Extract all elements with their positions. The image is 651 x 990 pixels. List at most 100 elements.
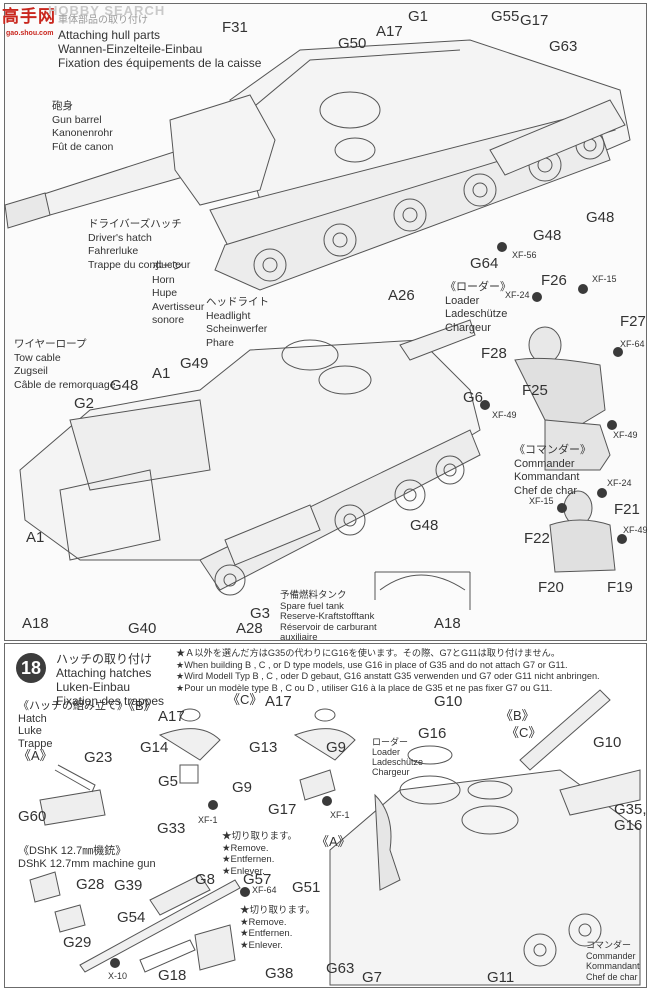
step17-title: 車体部品の取り付け Attaching hull parts Wannen-Ei… — [58, 14, 261, 70]
commander-label: 《コマンダー》 Commander Kommandant Chef de cha… — [514, 444, 591, 498]
paint-code: XF-56 — [512, 250, 537, 260]
commander-figure — [549, 490, 616, 573]
note-line: ★Entfernen. — [222, 854, 275, 865]
loader-label: 《ローダー》 Loader Ladeschütze Chargeur — [445, 281, 511, 335]
callout-text: ホーン — [152, 260, 183, 272]
part-label: G33 — [157, 820, 186, 837]
label-text: Commander — [514, 457, 575, 470]
callout-text: sonore — [152, 314, 185, 326]
part-label: F26 — [541, 272, 567, 289]
watermark-logo: 高手网 — [2, 7, 56, 26]
callout-text: ワイヤーロープ — [14, 338, 87, 350]
part-label: G16 — [614, 817, 643, 834]
label-text: 《コマンダー》 — [514, 444, 591, 456]
note-line: ★Entfernen. — [240, 928, 293, 939]
step-number-badge: 18 — [16, 653, 46, 683]
hatch-subassembly-drawings — [39, 708, 356, 826]
loader-label-step18: ローダー Loader Ladeschütze Chargeur — [372, 737, 423, 777]
part-label: A1 — [26, 529, 45, 546]
label-text: Kommandant — [586, 961, 640, 971]
callout-text: Hupe — [152, 287, 178, 299]
label-text: Loader — [372, 747, 401, 757]
callout-text: Headlight — [206, 309, 251, 322]
callout-text: Câble de remorquage — [14, 378, 116, 391]
step17-title-jp: 車体部品の取り付け — [58, 15, 148, 26]
paint-dot-icon — [613, 347, 623, 357]
callout-horn: ホーン Horn Hupe Avertisseur sonore — [152, 260, 204, 328]
part-label: G7 — [362, 969, 383, 986]
machine-gun-label: 《DShK 12.7㎜機銃》 DShK 12.7mm machine gun — [18, 845, 156, 871]
label-text: Ladeschütze — [445, 308, 508, 320]
note-line: ★Remove. — [240, 916, 287, 928]
part-label: G10 — [593, 734, 622, 751]
part-label: G51 — [292, 879, 321, 896]
part-label: G40 — [128, 620, 157, 637]
label-text: Chargeur — [372, 767, 410, 777]
callout-headlight: ヘッドライト Headlight Scheinwerfer Phare — [206, 296, 269, 350]
paint-code: XF-49 — [492, 410, 517, 420]
part-label: G9 — [232, 779, 253, 796]
paint-code: XF-1 — [198, 815, 218, 825]
part-label: A17 — [376, 23, 403, 40]
callout-text: ヘッドライト — [206, 296, 269, 308]
part-label: G10 — [434, 693, 463, 710]
paint-dot-icon — [557, 503, 567, 513]
callout-text: Driver's hatch — [88, 231, 152, 244]
paint-dot-icon — [597, 488, 607, 498]
step17-title-en: Attaching hull parts — [58, 28, 161, 42]
paint-code: XF-24 — [505, 290, 530, 300]
part-label: G63 — [549, 38, 578, 55]
part-label: F19 — [607, 579, 633, 596]
part-label: G57 — [243, 871, 272, 888]
part-label: G38 — [265, 965, 294, 982]
part-label: G29 — [63, 934, 92, 951]
hull-drawing-step18 — [329, 689, 641, 986]
part-label: G17 — [268, 801, 297, 818]
part-label: G48 — [533, 227, 562, 244]
watermark-url: gao.shou.com — [6, 30, 54, 37]
callout-text: Phare — [206, 336, 235, 349]
callout-tow-cable: ワイヤーロープ Tow cable Zugseil Câble de remor… — [14, 338, 116, 392]
paint-dot-icon — [617, 534, 627, 544]
hull-drawing-top — [4, 39, 631, 291]
variant-b-label: 《B》 — [122, 698, 157, 713]
step18-title: ハッチの取り付け Attaching hatches Luken-Einbau … — [56, 652, 164, 708]
variant-a-label: 《A》 — [18, 748, 53, 763]
label-text: ローダー — [372, 737, 409, 747]
note-line: ★When building B , C , or D type models,… — [176, 659, 568, 670]
note-line: ★Remove. — [222, 842, 269, 854]
step18-notes: ★Ａ以外を選んだ方はG35の代わりにG16を使います。その際、G7とG11は取り… — [176, 648, 600, 694]
paint-code: XF-24 — [607, 478, 632, 488]
part-label: G60 — [18, 808, 47, 825]
hatch-label: 《ハッチの組み立て》 Hatch Luke Trappe — [18, 700, 128, 750]
label-text: Chef de char — [586, 971, 638, 982]
variant-a-label: 《A》 — [316, 834, 351, 849]
paint-code: X-10 — [108, 971, 128, 981]
part-label: A17 — [158, 708, 185, 725]
part-label: A28 — [236, 620, 263, 637]
part-label: G13 — [249, 739, 278, 756]
paint-dot-icon — [240, 887, 250, 897]
callout-text: ドライバーズハッチ — [88, 218, 182, 230]
paint-code: XF-49 — [613, 430, 638, 440]
part-label: G8 — [195, 871, 216, 888]
note-line: ★Pour un modèle type B , C ou D , utilis… — [176, 682, 553, 693]
note-line: ★切り取ります。 — [240, 905, 316, 916]
part-label: G39 — [114, 877, 143, 894]
step18-title-fr: Fixation des trappes — [56, 694, 165, 708]
part-label: G18 — [158, 967, 187, 984]
step18-title-jp: ハッチの取り付け — [56, 652, 153, 666]
callout-text: Fahrerluke — [88, 245, 139, 257]
part-label: G48 — [110, 377, 139, 394]
part-label: A18 — [22, 615, 49, 632]
callout-drivers-hatch: ドライバーズハッチ Driver's hatch Fahrerluke Trap… — [88, 218, 190, 272]
part-label: G48 — [586, 209, 615, 226]
callout-text: Spare fuel tank — [280, 600, 344, 612]
part-label: A18 — [434, 615, 461, 632]
callout-text: Reserve-Kraftstofftank — [280, 611, 375, 622]
part-label: F31 — [222, 19, 248, 36]
label-text: コマンダー — [586, 940, 632, 950]
remove-note-1: ★切り取ります。 ★Remove. ★Entfernen. ★Enlever. — [222, 831, 297, 877]
part-label: A26 — [388, 287, 415, 304]
part-label: G5 — [158, 773, 179, 790]
